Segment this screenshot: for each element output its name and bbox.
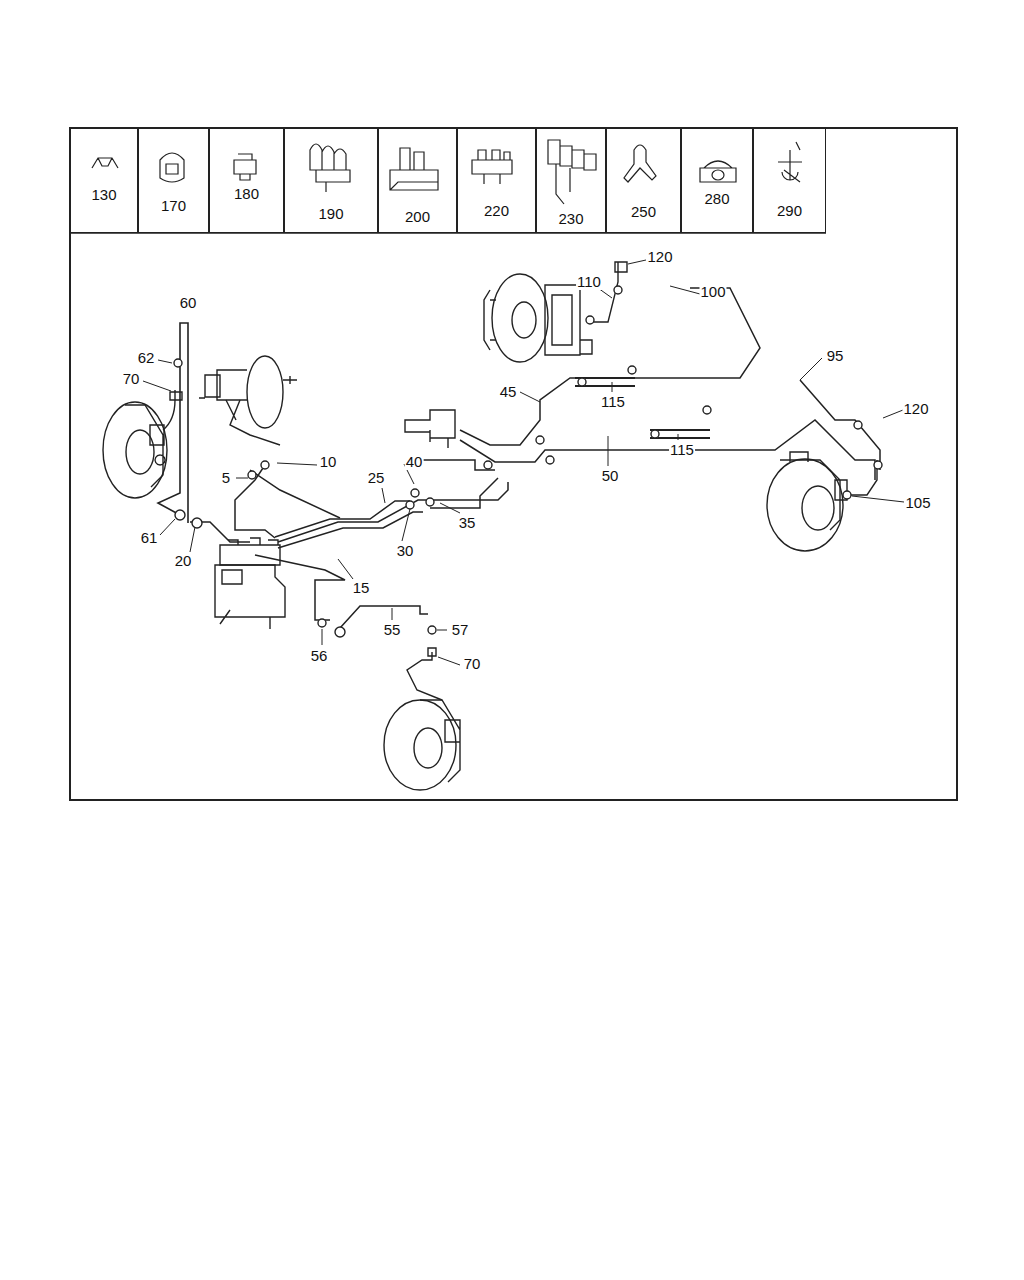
part-number: 170 (139, 197, 208, 214)
part-icon-cell: 220 (457, 128, 536, 233)
callout-number: 30 (396, 543, 415, 559)
callout-number: 95 (826, 348, 845, 364)
callout-number: 55 (383, 622, 402, 638)
callout-number: 5 (221, 470, 231, 486)
callout-number: 120 (902, 401, 929, 417)
part-icon-cell: 290 (753, 128, 826, 233)
callout-number: 20 (174, 553, 193, 569)
part-icon-cell: 170 (138, 128, 209, 233)
part-number: 220 (458, 202, 535, 219)
part-number: 280 (682, 190, 752, 207)
part-number: 130 (71, 186, 137, 203)
callout-number: 45 (499, 384, 518, 400)
callout-number: 40 (405, 454, 424, 470)
callout-number: 62 (137, 350, 156, 366)
part-number: 250 (607, 203, 680, 220)
part-icon-cell: 200 (378, 128, 457, 233)
callout-number: 115 (600, 394, 626, 410)
callout-number: 115 (669, 442, 695, 458)
part-number: 290 (754, 202, 825, 219)
part-icon-cell: 180 (209, 128, 284, 233)
part-number: 200 (379, 208, 456, 225)
part-number: 190 (285, 205, 377, 222)
callout-number: 56 (310, 648, 329, 664)
callout-number: 60 (179, 295, 198, 311)
callout-number: 10 (319, 454, 338, 470)
part-icon-cell: 250 (606, 128, 681, 233)
part-icon-cell: 130 (70, 128, 138, 233)
callout-number: 100 (699, 284, 726, 300)
callout-number: 35 (458, 515, 477, 531)
callout-number: 70 (463, 656, 482, 672)
callout-number: 50 (601, 468, 620, 484)
callout-number: 120 (646, 249, 673, 265)
callout-number: 57 (451, 622, 470, 638)
callout-number: 105 (904, 495, 931, 511)
part-icon-cell: 280 (681, 128, 753, 233)
part-icon-cell: 190 (284, 128, 378, 233)
callout-number: 25 (367, 470, 386, 486)
callout-number: 70 (122, 371, 141, 387)
callout-number: 110 (576, 274, 602, 290)
part-number: 230 (537, 210, 605, 227)
part-number: 180 (210, 185, 283, 202)
part-icon-cell: 230 (536, 128, 606, 233)
callout-number: 15 (352, 580, 371, 596)
callout-number: 61 (140, 530, 159, 546)
